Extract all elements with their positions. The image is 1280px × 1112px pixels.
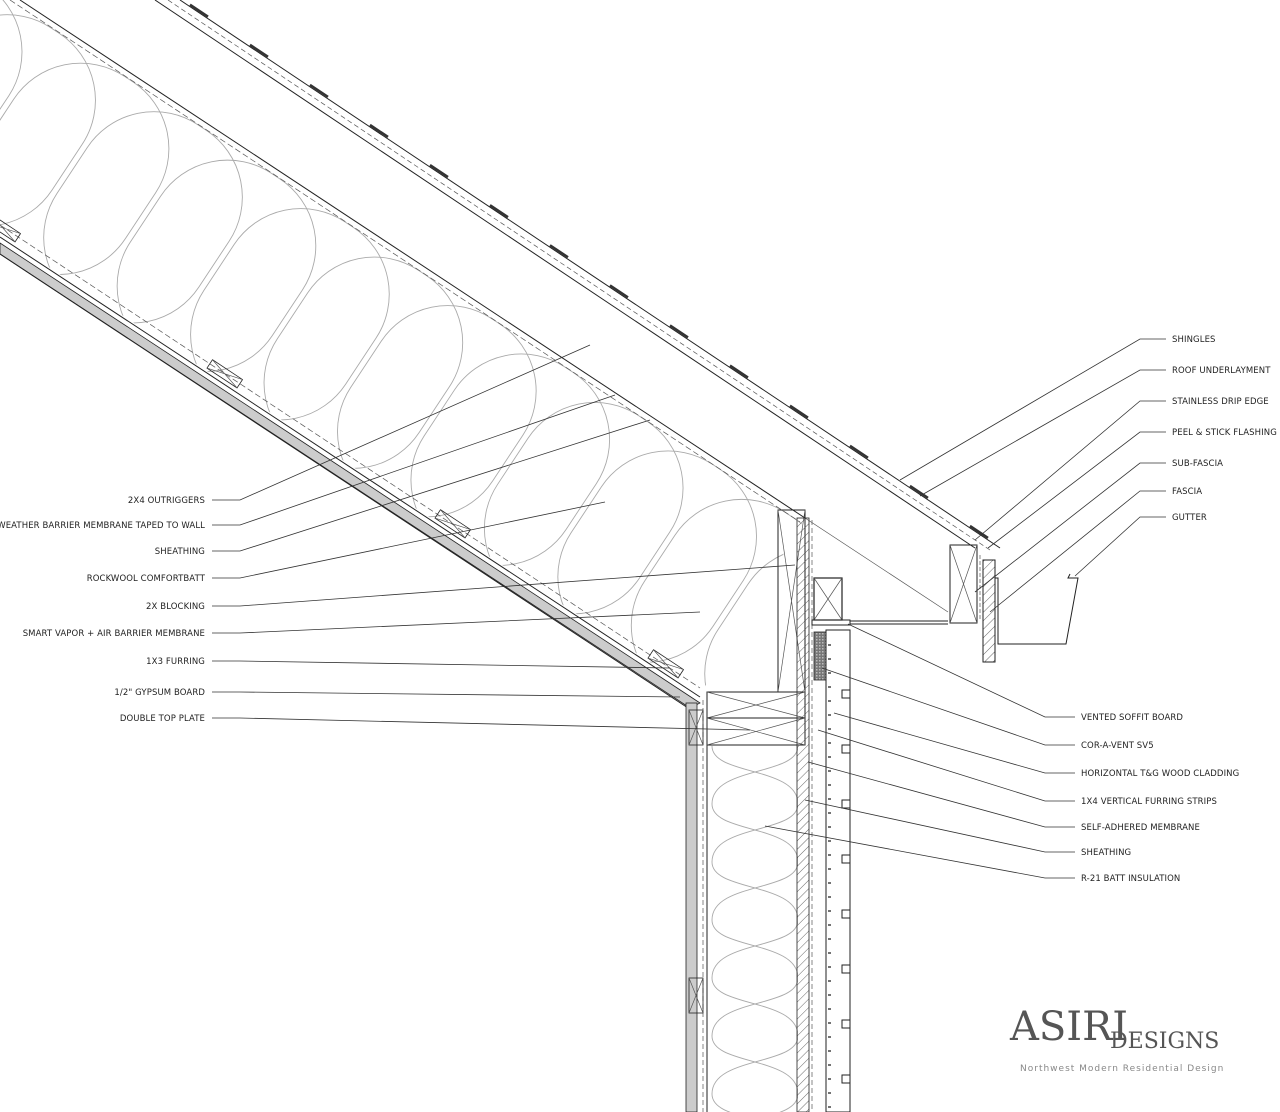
leader-line [974, 462, 1166, 593]
callout-label: WEATHER BARRIER MEMBRANE TAPED TO WALL [0, 521, 205, 531]
leader-line [212, 344, 591, 501]
leader-line [212, 564, 796, 607]
callout-label: GUTTER [1172, 513, 1207, 523]
eave-assembly [850, 544, 1079, 663]
leader-line [821, 667, 1075, 746]
leader-line [847, 623, 1075, 718]
leader-line [974, 400, 1166, 541]
leader-line [817, 729, 1075, 802]
callout-label: 2X4 OUTRIGGERS [128, 496, 205, 506]
callout-label: SHEATHING [1081, 848, 1131, 858]
leader-line [1074, 516, 1166, 577]
callout-label: SMART VAPOR + AIR BARRIER MEMBRANE [23, 629, 205, 639]
callout-label: 2X BLOCKING [146, 602, 205, 612]
callout-label: COR-A-VENT SV5 [1081, 741, 1154, 751]
callout-label: SELF-ADHERED MEMBRANE [1081, 823, 1200, 833]
callout-label: ROCKWOOL COMFORTBATT [87, 574, 206, 584]
leader-line [987, 431, 1166, 549]
r21-batt-insulation [711, 746, 798, 1112]
leader-line [212, 717, 751, 731]
leader-line [212, 419, 651, 552]
callout-label: 1/2" GYPSUM BOARD [114, 688, 205, 698]
callout-label: ROOF UNDERLAYMENT [1172, 366, 1271, 376]
leader-line [212, 691, 681, 698]
wall-assembly [685, 509, 851, 1112]
shingles [189, 3, 989, 539]
callout-label: STAINLESS DRIP EDGE [1172, 397, 1269, 407]
callout-label: SHINGLES [1172, 335, 1216, 345]
leader-line [807, 761, 1075, 828]
callout-label: SUB-FASCIA [1172, 459, 1223, 469]
callout-label: 1X4 VERTICAL FURRING STRIPS [1081, 797, 1217, 807]
leader-line [989, 490, 1166, 613]
rockwool-batt-insulation [0, 0, 805, 695]
callout-label: FASCIA [1172, 487, 1202, 497]
leader-line [804, 799, 1075, 853]
callout-label: DOUBLE TOP PLATE [120, 714, 205, 724]
callout-label: PEEL & STICK FLASHING [1172, 428, 1277, 438]
furring-blocks [0, 213, 685, 679]
leader-line [212, 501, 606, 579]
leader-line [212, 611, 701, 634]
leader-line [833, 712, 1075, 774]
logo-tagline: Northwest Modern Residential Design [1020, 1064, 1224, 1074]
callout-label: HORIZONTAL T&G WOOD CLADDING [1081, 769, 1239, 779]
callout-label: 1X3 FURRING [146, 657, 205, 667]
leader-line [212, 394, 616, 526]
logo-sub-text: DESIGNS [1110, 1029, 1219, 1054]
leader-line [212, 660, 671, 669]
leader-line [919, 369, 1166, 497]
logo-main-text: ASIRI [1009, 1004, 1128, 1050]
callout-label: VENTED SOFFIT BOARD [1081, 713, 1183, 723]
leader-lines [212, 338, 1166, 879]
leader-line [899, 338, 1166, 481]
leader-line [764, 825, 1075, 879]
callout-label: R-21 BATT INSULATION [1081, 874, 1180, 884]
asiri-designs-logo: ASIRI DESIGNS Northwest Modern Residenti… [1009, 1004, 1224, 1074]
callout-label: SHEATHING [155, 547, 205, 557]
